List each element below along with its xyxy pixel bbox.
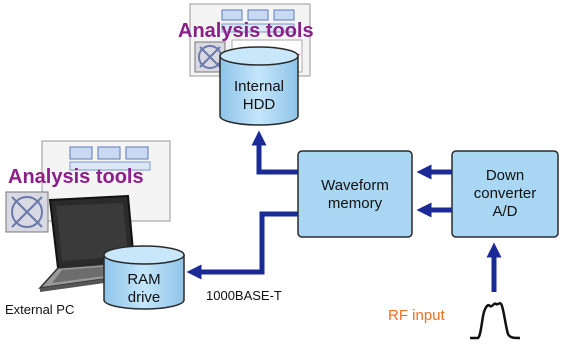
internal-hdd-cylinder — [219, 46, 299, 126]
arrow-to-ram-drive — [186, 211, 298, 280]
down-converter-label-line2: converter — [474, 185, 537, 202]
rf-input-label: RF input — [388, 307, 446, 324]
arrows — [186, 130, 502, 292]
internal-hdd-label-line1: Internal — [234, 78, 284, 95]
rf-pulse-waveform — [470, 302, 521, 340]
waveform-memory-box — [297, 150, 413, 238]
down-converter-label-line3: A/D — [492, 203, 517, 220]
waveform-memory-label-line2: memory — [328, 195, 383, 212]
ram-drive-label-line2: drive — [128, 289, 161, 306]
waveform-memory-label-line1: Waveform — [321, 177, 389, 194]
analysis-tools-top-label: Analysis tools — [178, 20, 314, 42]
link-label: 1000BASE-T — [206, 288, 282, 303]
internal-hdd-label-line2: HDD — [243, 96, 276, 113]
analysis-tools-left-label: Analysis tools — [8, 166, 144, 188]
ram-drive-label-line1: RAM — [127, 271, 160, 288]
down-converter-label-line1: Down — [486, 167, 524, 184]
down-converter-box — [451, 150, 559, 238]
ram-drive-cylinder — [103, 245, 185, 310]
external-pc-label: External PC — [5, 302, 74, 317]
arrow-to-hdd — [251, 130, 298, 175]
